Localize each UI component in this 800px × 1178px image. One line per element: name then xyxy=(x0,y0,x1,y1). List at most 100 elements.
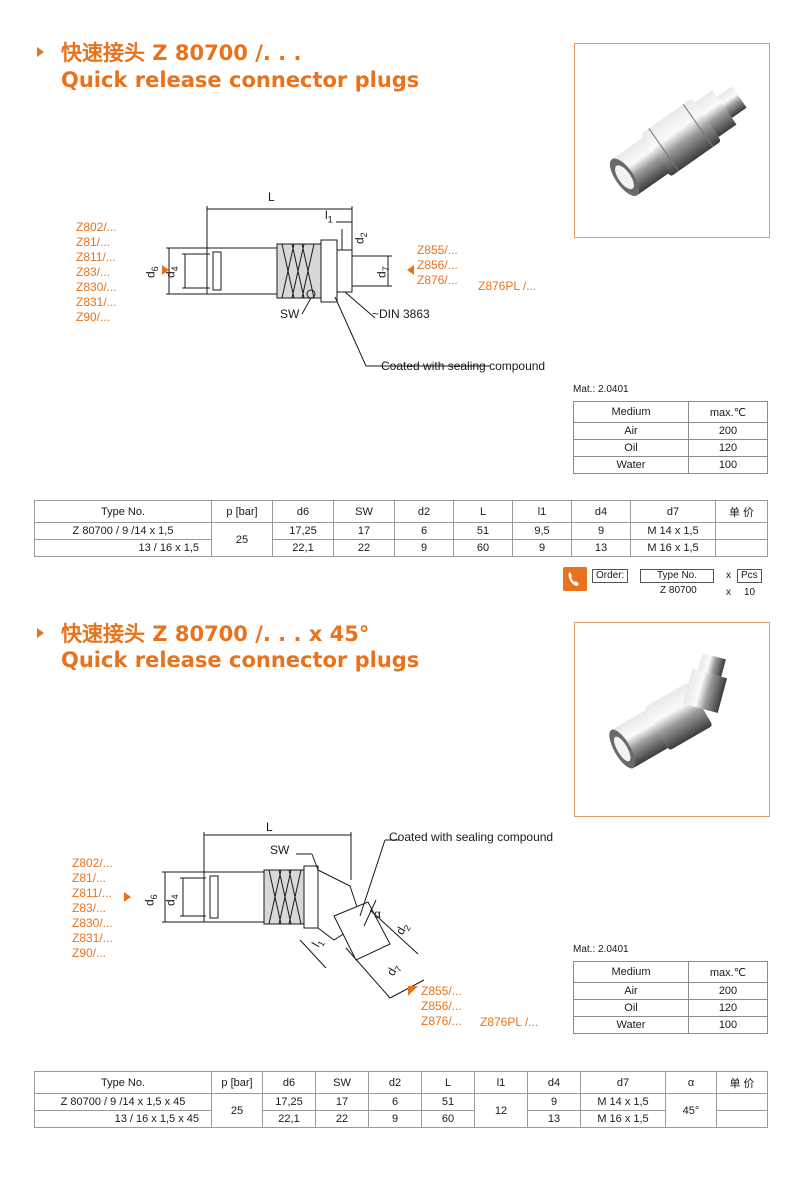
medium-cell: Water xyxy=(573,1016,689,1034)
dim-alpha: α xyxy=(374,907,381,921)
material-label: Mat.: 2.0401 xyxy=(573,944,629,955)
dim-d2: d2 xyxy=(352,232,370,245)
th-d4: d4 xyxy=(527,1071,581,1094)
cell-d2: 6 xyxy=(394,522,454,540)
cell-d4: 13 xyxy=(571,539,631,557)
section1-title-en: Quick release connector plugs xyxy=(61,68,420,92)
ref-item: Z81/... xyxy=(76,235,111,249)
th-l1: l1 xyxy=(512,500,572,523)
temp-cell: 120 xyxy=(688,999,768,1017)
cell-L: 51 xyxy=(453,522,513,540)
cell-l1: 9 xyxy=(512,539,572,557)
technical-drawing-straight xyxy=(70,196,570,381)
cell-price xyxy=(715,539,768,557)
ref-item: Z811/... xyxy=(72,886,112,900)
cell-L: 60 xyxy=(421,1110,475,1128)
ref-extra: Z876PL /... xyxy=(478,279,537,293)
refs-left-list: Z802/... Z81/... Z811/... Z83/... Z830/.… xyxy=(76,220,117,325)
th-L: L xyxy=(421,1071,475,1094)
cell-d6: 17,25 xyxy=(262,1093,316,1111)
ref-item: Z855/... xyxy=(421,984,462,998)
cell-d7: M 16 x 1,5 xyxy=(630,539,716,557)
ref-item: Z802/... xyxy=(76,220,117,234)
cell-d4: 9 xyxy=(571,522,631,540)
order-x2: x xyxy=(726,587,731,598)
ref-item: Z831/... xyxy=(76,295,117,309)
cell-sw: 22 xyxy=(333,539,395,557)
ref-item: Z876/... xyxy=(421,1014,462,1028)
order-type-value: Z 80700 xyxy=(660,585,697,596)
temp-cell: 200 xyxy=(688,422,768,440)
section2-title-zh: 快速接头 Z 80700 /. . . x 45° xyxy=(61,622,370,646)
ref-extra: Z876PL /... xyxy=(480,1015,539,1029)
th-p: p [bar] xyxy=(211,1071,263,1094)
medium-header: Medium xyxy=(573,401,689,423)
dim-d4: d4 xyxy=(163,266,181,279)
medium-header: Medium xyxy=(573,961,689,983)
ref-item: Z83/... xyxy=(72,901,107,915)
cell-sw: 17 xyxy=(315,1093,369,1111)
left-arrow-icon xyxy=(162,265,169,275)
th-p: p [bar] xyxy=(211,500,273,523)
din-label: ~DIN 3863 xyxy=(372,307,430,321)
cell-p: 25 xyxy=(211,522,273,557)
cell-d4: 9 xyxy=(527,1093,581,1111)
th-type: Type No. xyxy=(34,500,212,523)
cell-d7: M 16 x 1,5 xyxy=(580,1110,666,1128)
ref-item: Z876/... xyxy=(417,273,458,287)
cell-sw: 22 xyxy=(315,1110,369,1128)
th-type: Type No. xyxy=(34,1071,212,1094)
cell-price xyxy=(716,1093,768,1111)
cell-d6: 22,1 xyxy=(262,1110,316,1128)
medium-cell: Air xyxy=(573,422,689,440)
th-price: 单 价 xyxy=(716,1071,768,1094)
maxc-header: max.℃ xyxy=(688,401,768,423)
medium-cell: Air xyxy=(573,982,689,1000)
dim-d4: d4 xyxy=(163,894,181,907)
order-label: Order: xyxy=(592,569,629,583)
cell-price xyxy=(716,1110,768,1128)
th-L: L xyxy=(453,500,513,523)
cell-d7: M 14 x 1,5 xyxy=(630,522,716,540)
cell-type: Z 80700 / 9 /14 x 1,5 x 45 xyxy=(34,1093,212,1111)
drawing-lines xyxy=(162,206,490,367)
ref-item: Z811/... xyxy=(76,250,116,264)
phone-icon xyxy=(563,567,587,591)
right-arrow-icon xyxy=(408,986,418,996)
section2-bullet-icon xyxy=(37,628,44,638)
ref-item: Z855/... xyxy=(417,243,458,257)
drawing-lines-angled xyxy=(124,832,425,999)
th-d7: d7 xyxy=(630,500,716,523)
dim-SW: SW xyxy=(270,843,290,857)
cell-type: 13 / 16 x 1,5 xyxy=(34,539,212,557)
product-photo-straight xyxy=(574,43,770,238)
ref-item: Z90/... xyxy=(76,310,111,324)
cell-d2: 9 xyxy=(394,539,454,557)
spec-table-1: Type No. p [bar] d6 SW d2 L l1 d4 d7 单 价… xyxy=(34,500,768,557)
section1-bullet-icon xyxy=(37,47,44,57)
ref-item: Z856/... xyxy=(417,258,458,272)
th-d6: d6 xyxy=(262,1071,316,1094)
th-sw: SW xyxy=(333,500,395,523)
ref-item: Z830/... xyxy=(76,280,117,294)
order-type-label: Type No. xyxy=(640,569,715,583)
cell-alpha: 45° xyxy=(665,1093,717,1128)
dim-d6: d6 xyxy=(142,894,160,907)
temp-cell: 120 xyxy=(688,439,768,457)
refs-right-list: Z855/... Z856/... Z876/... xyxy=(421,984,462,1029)
temp-cell: 100 xyxy=(688,1016,768,1034)
cell-p: 25 xyxy=(211,1093,263,1128)
ref-item: Z830/... xyxy=(72,916,113,930)
cell-l1: 9,5 xyxy=(512,522,572,540)
th-d2: d2 xyxy=(368,1071,422,1094)
dim-d7: d7 xyxy=(374,266,392,279)
product-photo-angled xyxy=(574,622,770,817)
th-alpha: α xyxy=(665,1071,717,1094)
right-arrow-icon xyxy=(407,265,414,275)
left-arrow-icon xyxy=(124,892,131,902)
ref-item: Z90/... xyxy=(72,946,107,960)
refs-right-list: Z855/... Z856/... Z876/... xyxy=(417,243,458,288)
th-d7: d7 xyxy=(580,1071,666,1094)
cell-L: 60 xyxy=(453,539,513,557)
